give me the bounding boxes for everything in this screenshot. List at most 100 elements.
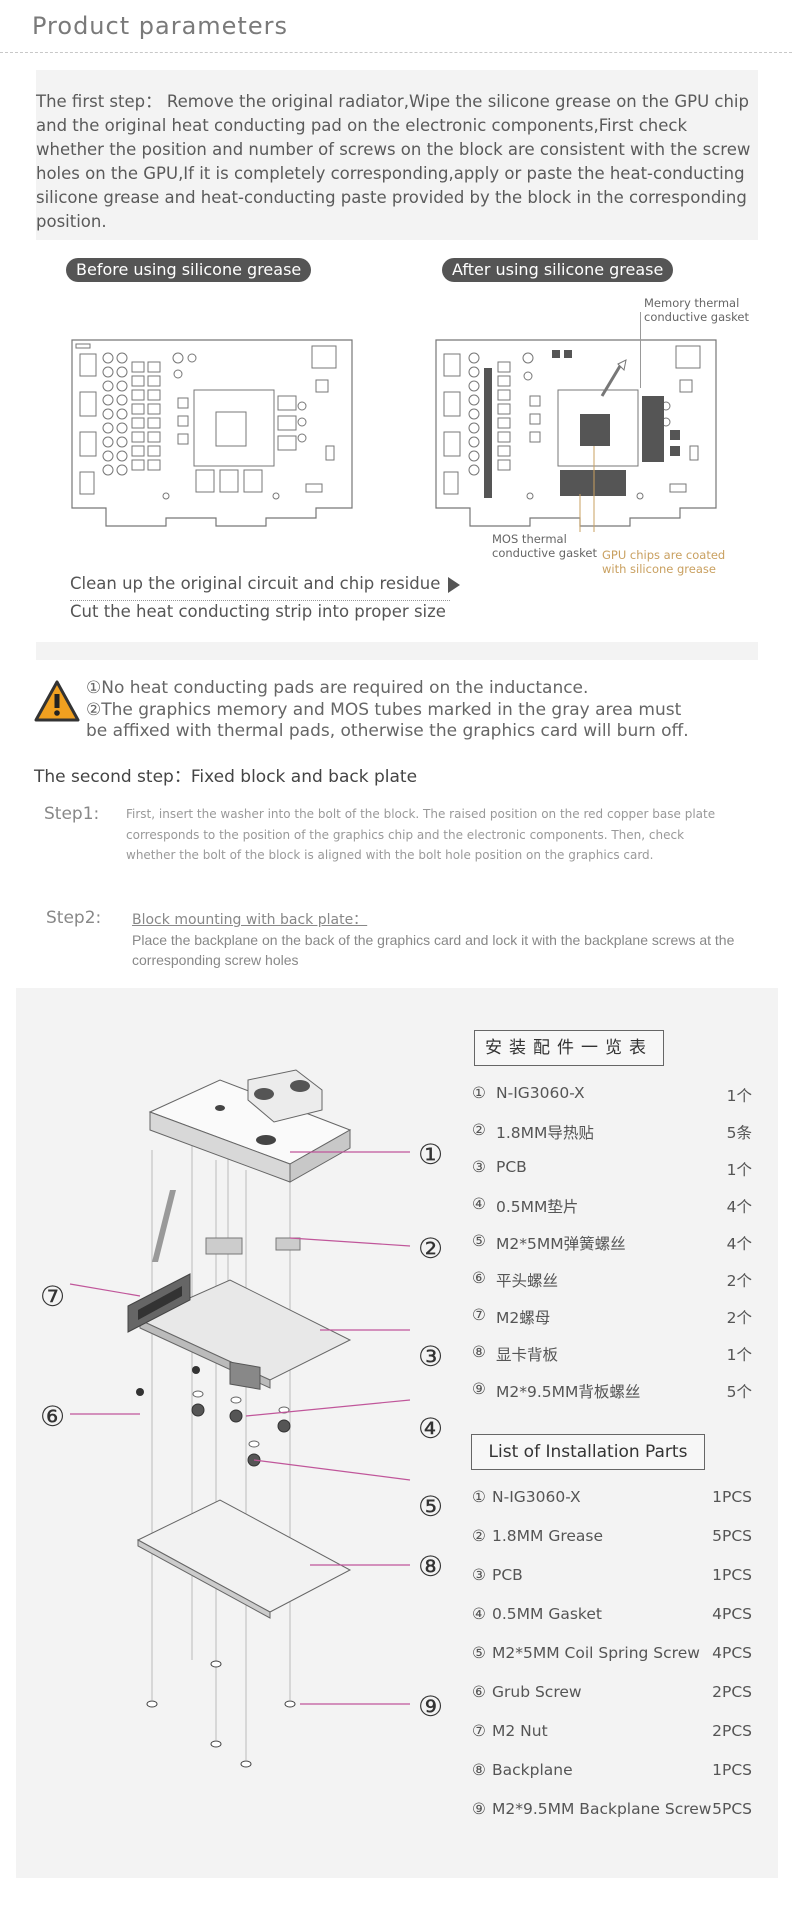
parts-row-name: 1.8MM Grease [492, 1527, 604, 1545]
after-grease-label: After using silicone grease [442, 258, 674, 282]
mos-gasket-line2: conductive gasket [492, 546, 597, 560]
parts-row-num: ⑨ [472, 1800, 486, 1818]
parts-row-qty: 5条 [726, 1124, 752, 1142]
header-divider [0, 52, 792, 53]
parts-row-qty: 4PCS [712, 1644, 752, 1662]
parts-row-name: M2*5MM弹簧螺丝 [496, 1235, 626, 1253]
parts-row-num: ② [472, 1527, 486, 1545]
mos-gasket-line1: MOS thermal [492, 532, 567, 546]
play-arrow-icon [447, 576, 460, 593]
substep2-heading: Block mounting with back plate： [132, 912, 368, 928]
clean-up-text: Clean up the original circuit and chip r… [70, 574, 441, 593]
parts-row-name: 0.5MM垫片 [496, 1198, 579, 1216]
parts-row-qty: 1PCS [712, 1488, 752, 1506]
parts-row-num: ① [472, 1488, 486, 1506]
memory-gasket-leader [640, 312, 642, 388]
parts-row-num: ⑤ [472, 1232, 486, 1250]
pcb-after-illustration [435, 339, 717, 532]
parts-row-num: ⑥ [472, 1269, 486, 1287]
cut-strip-instruction: Cut the heat conducting strip into prope… [70, 602, 446, 621]
parts-row-qty: 1PCS [712, 1761, 752, 1779]
parts-row-name: PCB [496, 1158, 527, 1176]
gpu-coated-line1: GPU chips are coated [602, 548, 726, 562]
parts-row-num: ① [472, 1084, 486, 1102]
gpu-coated-note: GPU chips are coated with silicone greas… [602, 548, 725, 576]
mos-gasket-note: MOS thermal conductive gasket [492, 532, 597, 560]
clean-up-instruction: Clean up the original circuit and chip r… [70, 574, 460, 593]
parts-row-name: N-IG3060-X [492, 1488, 581, 1506]
callout-2: ② [418, 1232, 444, 1265]
callout-3: ③ [418, 1340, 444, 1373]
parts-row-qty: 1个 [726, 1346, 752, 1364]
parts-row-name: PCB [492, 1566, 523, 1584]
callout-6: ⑥ [40, 1400, 66, 1433]
parts-row-qty: 2PCS [712, 1722, 752, 1740]
parts-row-qty: 2个 [726, 1272, 752, 1290]
parts-row-name: 1.8MM导热贴 [496, 1124, 594, 1142]
callout-8: ⑧ [418, 1550, 444, 1583]
parts-row-qty: 1PCS [712, 1566, 752, 1584]
substep2-text: Place the backplane on the back of the g… [132, 932, 735, 968]
parts-row: ⑤ M2*5MM弹簧螺丝 4个 [0, 1232, 792, 1256]
callout-1: ① [418, 1138, 444, 1171]
memory-gasket-line2: conductive gasket [644, 310, 749, 324]
parts-row-name: 0.5MM Gasket [492, 1605, 602, 1623]
parts-row-num: ③ [472, 1158, 486, 1176]
substep1-label: Step1: [44, 804, 100, 824]
parts-row-num: ③ [472, 1566, 486, 1584]
page-title: Product parameters [32, 12, 288, 40]
parts-row-num: ⑤ [472, 1644, 486, 1662]
substep2-label: Step2: [46, 908, 102, 928]
warning-item-2: ②The graphics memory and MOS tubes marke… [86, 700, 689, 741]
parts-row-name: Backplane [492, 1761, 573, 1779]
parts-row-name: M2 Nut [492, 1722, 548, 1740]
parts-row-qty: 5个 [726, 1383, 752, 1401]
parts-row-qty: 1个 [726, 1087, 752, 1105]
parts-row-name: N-IG3060-X [496, 1084, 585, 1102]
pcb-before-illustration [71, 339, 353, 527]
parts-row-num: ② [472, 1121, 486, 1139]
callout-9: ⑨ [418, 1690, 444, 1723]
parts-row-qty: 4个 [726, 1198, 752, 1216]
parts-row-num: ⑦ [472, 1306, 486, 1324]
parts-row: ① N-IG3060-X 1个 [0, 1084, 792, 1108]
warning-icon [34, 680, 80, 722]
instruction-divider [70, 600, 450, 601]
step2-title: The second step：Fixed block and back pla… [34, 767, 418, 787]
callout-4: ④ [418, 1412, 444, 1445]
parts-row-qty: 2PCS [712, 1683, 752, 1701]
exploded-assembly-diagram [69, 1069, 411, 1768]
parts-list-cn-title: 安装配件一览表 [474, 1030, 664, 1066]
parts-panel [16, 988, 778, 1878]
parts-row-qty: 4个 [726, 1235, 752, 1253]
parts-row-qty: 2个 [726, 1309, 752, 1327]
parts-row: ① N-IG3060-X 1PCS [0, 1488, 792, 1512]
parts-row-num: ⑦ [472, 1722, 486, 1740]
step1-instructions: The first step： Remove the original radi… [36, 92, 751, 231]
parts-row-num: ⑧ [472, 1343, 486, 1361]
parts-row: ⑧ 显卡背板 1个 [0, 1343, 792, 1367]
parts-row: ③ PCB 1PCS [0, 1566, 792, 1590]
parts-row-name: 平头螺丝 [496, 1272, 559, 1290]
parts-row-qty: 5PCS [712, 1527, 752, 1545]
warning-item-1: ①No heat conducting pads are required on… [86, 678, 589, 698]
parts-row: ② 1.8MM Grease 5PCS [0, 1527, 792, 1551]
parts-row-num: ⑥ [472, 1683, 486, 1701]
callout-7: ⑦ [40, 1280, 66, 1313]
parts-row-qty: 5PCS [712, 1800, 752, 1818]
memory-gasket-line1: Memory thermal [644, 296, 740, 310]
memory-gasket-note: Memory thermal conductive gasket [644, 296, 749, 324]
parts-row-qty: 4PCS [712, 1605, 752, 1623]
parts-row-name: 显卡背板 [496, 1346, 559, 1364]
parts-row: ⑥ 平头螺丝 2个 [0, 1269, 792, 1293]
before-grease-label: Before using silicone grease [66, 258, 312, 282]
substep1-text: First, insert the washer into the bolt o… [126, 807, 716, 862]
